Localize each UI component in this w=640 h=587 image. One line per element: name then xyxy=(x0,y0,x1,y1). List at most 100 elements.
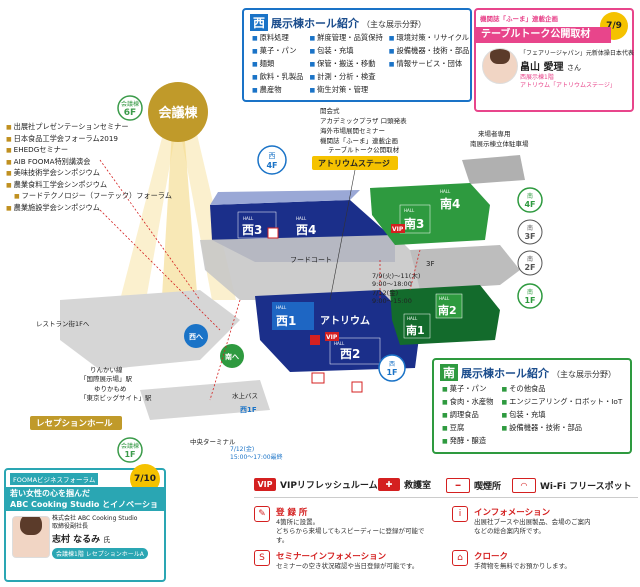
svg-text:来場者専用: 来場者専用 xyxy=(478,129,511,138)
svg-text:4F: 4F xyxy=(266,161,277,170)
information-icon: i xyxy=(452,506,468,522)
svg-text:HALL: HALL xyxy=(334,341,345,346)
svg-text:海外市場展開セミナー: 海外市場展開セミナー xyxy=(320,126,385,135)
svg-text:HALL: HALL xyxy=(276,305,287,310)
south-floor-pins: 南 4F 南 3F 南 2F 南 1F xyxy=(517,187,543,309)
first-aid-icon: ✚ xyxy=(378,478,400,491)
map-facility-icons: VIP VIP xyxy=(267,224,405,393)
svg-text:西: 西 xyxy=(389,361,395,368)
svg-text:VIP: VIP xyxy=(392,226,404,233)
south-category: 発酵・醸造 xyxy=(442,436,493,447)
svg-text:15:00〜17:00最終: 15:00〜17:00最終 xyxy=(230,453,283,461)
south-1-label: 南1 xyxy=(406,323,425,337)
svg-text:アトリウムステージ: アトリウムステージ xyxy=(318,159,390,168)
west-category: 設備機器・技術・部品 xyxy=(389,46,469,57)
svg-text:HALL: HALL xyxy=(407,316,418,321)
svg-text:3F: 3F xyxy=(524,232,535,241)
svg-text:開会式: 開会式 xyxy=(320,106,340,115)
svg-text:3F: 3F xyxy=(426,260,434,268)
svg-text:1F: 1F xyxy=(524,296,535,305)
south-category: エンジニアリング・ロボット・IoT xyxy=(501,397,622,408)
svg-text:7/12(金): 7/12(金) xyxy=(372,288,398,297)
svg-text:HALL: HALL xyxy=(439,296,450,301)
south-category: 豆腐 xyxy=(442,423,493,434)
conference-building-label: 会議棟 xyxy=(158,105,198,121)
west-category: 原料処理 xyxy=(252,33,303,44)
talk-title: テーブルトーク公開取材 xyxy=(476,27,611,43)
venue-map: 会議棟 会議棟 6F 西 4F HALL 西3 HALL 西4 フードコート H… xyxy=(30,82,543,463)
south-panel-title: 南展示棟ホール紹介（主な展示分野） xyxy=(440,364,616,381)
west-category: 飲料・乳製品 xyxy=(252,72,304,83)
svg-text:HALL: HALL xyxy=(440,189,451,194)
opening-hours: 7/9(火)〜11(木) 9:00〜18:00 7/12(金) 9:00〜15:… xyxy=(372,271,420,305)
svg-text:レセプションホール: レセプションホール xyxy=(36,418,113,429)
svg-text:6F: 6F xyxy=(124,108,136,118)
west-1-label: 西1 xyxy=(276,314,296,328)
west-3-label: 西3 xyxy=(242,223,262,237)
vip-icon: VIP xyxy=(254,478,276,491)
forum-location: 会議棟1階 レセプションホールA xyxy=(52,548,148,559)
forum-speaker-avatar xyxy=(12,516,50,558)
south-category: 食肉・水産物 xyxy=(442,397,494,408)
svg-text:7/12(金): 7/12(金) xyxy=(230,445,254,453)
west-direction-marker[interactable] xyxy=(184,324,208,348)
south-3-label: 南3 xyxy=(404,216,424,231)
forum-speaker-name: 志村 なるみ 氏 xyxy=(52,535,111,545)
wifi-icon: ◠ xyxy=(512,478,536,493)
table-talk-panel: 機関誌「ふーま」連載企画 7/9 テーブルトーク公開取材 「フェアリージャパン」… xyxy=(474,8,634,112)
south-category: 包装・充填 xyxy=(501,410,622,421)
smoking-icon: ━ xyxy=(446,478,470,493)
svg-text:南へ: 南へ xyxy=(225,352,239,361)
south-category: 設備機器・技術・部品 xyxy=(501,423,622,434)
svg-text:西1F: 西1F xyxy=(240,406,257,414)
svg-text:9:00〜15:00: 9:00〜15:00 xyxy=(372,297,412,305)
svg-text:南: 南 xyxy=(527,192,533,200)
atrium-label: アトリウム xyxy=(320,315,370,327)
west-category: 保管・搬送・移動 xyxy=(309,59,382,70)
svg-text:レストラン街1Fへ: レストラン街1Fへ xyxy=(36,319,90,328)
svg-text:9:00〜18:00: 9:00〜18:00 xyxy=(372,280,412,288)
atrium-events-list: 開会式 アカデミックプラザ 口頭発表 海外市場展開セミナー 機関誌「ふーま」連載… xyxy=(320,106,407,154)
svg-text:南: 南 xyxy=(527,288,533,296)
svg-text:「東京ビッグサイト」駅: 「東京ビッグサイト」駅 xyxy=(80,393,152,402)
conference-building-circle[interactable] xyxy=(148,82,208,142)
cloakroom-icon: ⌂ xyxy=(452,550,468,566)
west-2-label: 西2 xyxy=(340,347,360,361)
svg-text:南展示棟立体駐車場: 南展示棟立体駐車場 xyxy=(470,139,529,148)
talk-location: 西展示棟1階アトリウム「アトリウムステージ」 xyxy=(520,74,616,89)
west-4f-pin: 西 xyxy=(269,152,276,160)
svg-text:「国際展示場」駅: 「国際展示場」駅 xyxy=(80,374,133,383)
west-category: 計測・分析・検査 xyxy=(309,72,382,83)
west-category: 環境対策・リサイクル xyxy=(389,33,470,44)
svg-text:機関誌「ふーま」連載企画: 機関誌「ふーま」連載企画 xyxy=(320,136,398,145)
svg-text:VIP: VIP xyxy=(326,334,338,341)
svg-text:7/9(火)〜11(木): 7/9(火)〜11(木) xyxy=(372,271,420,280)
west-category: 衛生対策・管理 xyxy=(309,85,382,96)
svg-text:HALL: HALL xyxy=(243,216,254,221)
svg-text:1F: 1F xyxy=(124,450,135,459)
svg-text:南: 南 xyxy=(527,224,533,232)
speaker-avatar xyxy=(482,48,518,84)
svg-text:南: 南 xyxy=(527,255,533,263)
west-category: 麺類 xyxy=(252,59,303,70)
svg-text:会議棟: 会議棟 xyxy=(121,442,139,450)
atrium-stage-tag[interactable] xyxy=(312,156,398,170)
station-labels: りんかい線 「国際展示場」駅 ゆりかもめ 「東京ビッグサイト」駅 水上バス 西1… xyxy=(80,365,283,461)
west-4-label: 西4 xyxy=(296,223,316,237)
svg-text:テーブルトーク公開取材: テーブルトーク公開取材 xyxy=(328,145,400,154)
south-direction-marker[interactable] xyxy=(220,344,244,368)
west-category: 農産物 xyxy=(252,85,303,96)
west-category: 情報サービス・団体 xyxy=(389,59,470,70)
svg-text:中央ターミナル: 中央ターミナル xyxy=(190,437,236,446)
svg-text:会議棟: 会議棟 xyxy=(121,100,139,108)
food-court-label: フードコート xyxy=(290,256,332,264)
reception-hall-tag[interactable] xyxy=(30,416,122,430)
west-panel-title: 西展示棟ホール紹介（主な展示分野） xyxy=(250,14,426,31)
svg-text:4F: 4F xyxy=(524,200,535,209)
south-category: 菓子・パン xyxy=(442,384,493,395)
svg-text:ゆりかもめ: ゆりかもめ xyxy=(94,385,127,393)
